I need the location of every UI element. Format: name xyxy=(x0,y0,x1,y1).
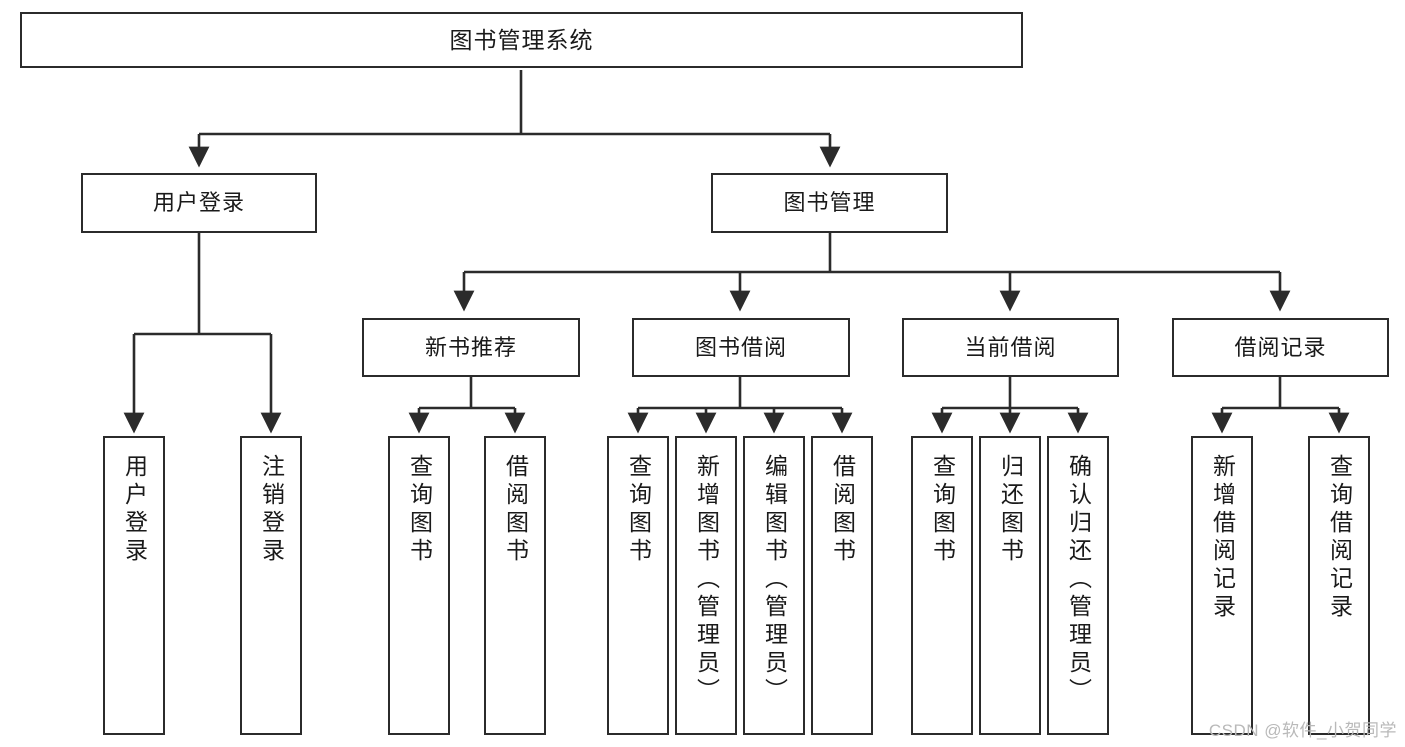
leaf-borrow-borrow-book[interactable]: 借阅图书 xyxy=(811,436,873,735)
node-label: 查询图书 xyxy=(625,454,652,566)
leaf-current-confirm-return-admin[interactable]: 确认归还（管理员） xyxy=(1047,436,1109,735)
node-root-system[interactable]: 图书管理系统 xyxy=(20,12,1023,68)
leaf-recommend-borrow-book[interactable]: 借阅图书 xyxy=(484,436,546,735)
leaf-current-query-book[interactable]: 查询图书 xyxy=(911,436,973,735)
node-label: 当前借阅 xyxy=(964,334,1057,360)
leaf-user-login-logout[interactable]: 注销登录 xyxy=(240,436,302,735)
csdn-watermark: CSDN @软件_小贺同学 xyxy=(1208,721,1397,740)
leaf-borrow-query-book[interactable]: 查询图书 xyxy=(607,436,669,735)
node-label: 借阅图书 xyxy=(502,454,529,566)
node-label: 图书借阅 xyxy=(694,334,787,360)
node-label: 注销登录 xyxy=(258,454,285,566)
node-label: 图书管理系统 xyxy=(449,26,594,53)
node-label: 编辑图书（管理员） xyxy=(761,454,788,706)
node-label: 确认归还（管理员） xyxy=(1065,454,1092,706)
leaf-borrow-add-book-admin[interactable]: 新增图书（管理员） xyxy=(675,436,737,735)
node-label: 归还图书 xyxy=(997,454,1024,566)
node-label: 新增图书（管理员） xyxy=(693,454,720,706)
node-label: 新增借阅记录 xyxy=(1209,454,1236,622)
node-label: 借阅记录 xyxy=(1234,334,1327,360)
leaf-user-login-login[interactable]: 用户登录 xyxy=(103,436,165,735)
node-label: 查询图书 xyxy=(929,454,956,566)
leaf-recommend-query-book[interactable]: 查询图书 xyxy=(388,436,450,735)
leaf-borrow-edit-book-admin[interactable]: 编辑图书（管理员） xyxy=(743,436,805,735)
leaf-record-add-record[interactable]: 新增借阅记录 xyxy=(1191,436,1253,735)
node-label: 用户登录 xyxy=(152,190,245,216)
node-new-book-recommend[interactable]: 新书推荐 xyxy=(362,318,580,377)
node-borrow-record[interactable]: 借阅记录 xyxy=(1172,318,1389,377)
leaf-current-return-book[interactable]: 归还图书 xyxy=(979,436,1041,735)
node-label: 用户登录 xyxy=(121,454,148,566)
node-book-management[interactable]: 图书管理 xyxy=(711,173,948,233)
node-label: 新书推荐 xyxy=(424,334,517,360)
leaf-record-query-record[interactable]: 查询借阅记录 xyxy=(1308,436,1370,735)
node-book-borrow[interactable]: 图书借阅 xyxy=(632,318,850,377)
node-label: 查询借阅记录 xyxy=(1326,454,1353,622)
node-current-borrow[interactable]: 当前借阅 xyxy=(902,318,1119,377)
node-label: 借阅图书 xyxy=(829,454,856,566)
node-user-login[interactable]: 用户登录 xyxy=(81,173,317,233)
node-label: 图书管理 xyxy=(783,190,876,216)
node-label: 查询图书 xyxy=(406,454,433,566)
